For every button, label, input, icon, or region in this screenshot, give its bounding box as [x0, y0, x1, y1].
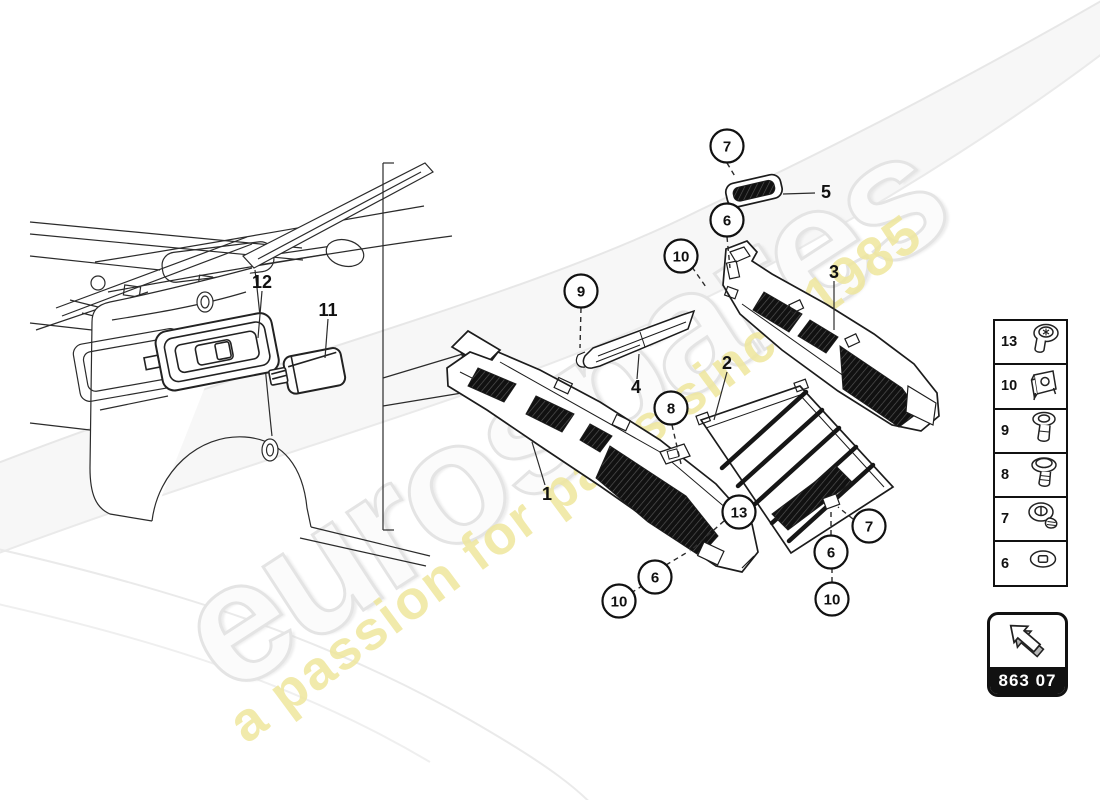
svg-text:6: 6: [723, 213, 731, 230]
legend-number: 6: [1001, 555, 1010, 572]
legend-number: 8: [1001, 467, 1010, 484]
part-label-12: 12: [252, 272, 272, 292]
legend-row-7: 7: [993, 496, 1068, 543]
legend-number: 9: [1001, 422, 1010, 439]
part-label-5: 5: [821, 182, 831, 202]
callout-13: 13: [721, 494, 757, 530]
callout-8: 8: [653, 390, 689, 426]
callout-7-right: 7: [851, 508, 887, 544]
circled-callouts: 7 6 10 9 8 13: [563, 128, 887, 619]
shoulder-screw-icon: [1021, 409, 1064, 452]
svg-text:7: 7: [865, 519, 873, 536]
part-number-labels: 1 2 3 4 5 11 12: [252, 182, 839, 504]
svg-text:13: 13: [731, 505, 748, 522]
svg-text:8: 8: [667, 401, 675, 418]
callout-7-top: 7: [709, 128, 745, 164]
legend-row-10: 10: [993, 363, 1068, 410]
svg-text:10: 10: [824, 592, 841, 609]
part-12-vent-frame: [143, 312, 280, 392]
svg-text:7: 7: [723, 139, 731, 156]
svg-text:6: 6: [651, 570, 659, 587]
part-label-3: 3: [829, 262, 839, 282]
back-arrow-icon: [990, 615, 1065, 667]
plate-code: 863 07: [990, 667, 1065, 694]
expansion-grommet-icon: [1021, 498, 1064, 541]
label-leader-lines: [257, 192, 835, 486]
part-5-grille: [724, 173, 784, 208]
part-2-engine-cover: [659, 378, 895, 555]
callout-6-left: 6: [637, 559, 673, 595]
svg-text:6: 6: [827, 545, 835, 562]
callout-6-top: 6: [709, 202, 745, 238]
legend-row-9: 9: [993, 407, 1068, 454]
part-11-cover: [268, 347, 347, 395]
washer-screw-icon: [1021, 454, 1064, 497]
clip-nut-icon: [1021, 365, 1064, 408]
callout-6-right: 6: [813, 534, 849, 570]
legend-number: 7: [1001, 511, 1010, 528]
callout-10-left: 10: [601, 583, 637, 619]
callout-9: 9: [563, 273, 599, 309]
part-4-strip: [575, 309, 696, 369]
part-label-2: 2: [722, 353, 732, 373]
legend-row-13: 13: [993, 319, 1068, 366]
svg-text:10: 10: [673, 249, 690, 266]
callout-leader-lines: [579, 162, 854, 594]
legend-row-6: 6: [993, 540, 1068, 587]
part-label-4: 4: [631, 377, 641, 397]
part-1-left-trim: [446, 329, 759, 573]
legend-number: 10: [1001, 378, 1018, 395]
part-label-1: 1: [542, 484, 552, 504]
svg-text:10: 10: [611, 594, 628, 611]
legend-number: 13: [1001, 334, 1018, 351]
torx-screw-icon: [1021, 321, 1064, 364]
legend-row-8: 8: [993, 451, 1068, 499]
part-label-11: 11: [318, 300, 337, 320]
svg-text:9: 9: [577, 284, 585, 301]
plate-code-box: 863 07: [987, 612, 1068, 697]
washer-cap-icon: [1021, 542, 1064, 585]
callout-10-top: 10: [663, 238, 699, 274]
part-3-right-trim: [722, 239, 940, 432]
callout-10-right: 10: [814, 581, 850, 617]
fastener-legend: 13 10: [993, 319, 1068, 587]
